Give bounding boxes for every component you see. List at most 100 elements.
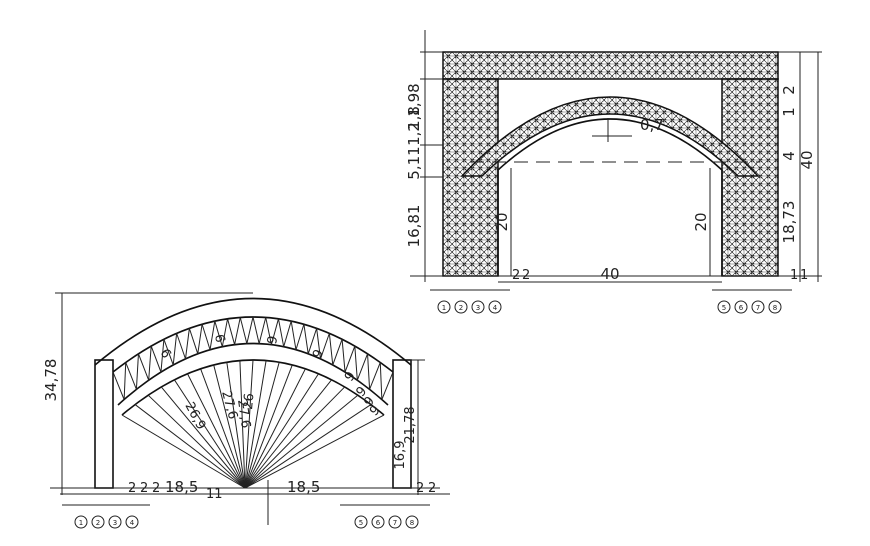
radial-line	[200, 368, 246, 489]
truss-diagonal	[265, 317, 272, 345]
truss-diagonal	[197, 324, 203, 354]
axis-label: 8	[410, 519, 414, 527]
truss-diagonal	[328, 333, 334, 366]
dim-base-r2: 2	[428, 481, 436, 496]
dim-half-left: 18,5	[165, 478, 198, 496]
dim-left-b: 1,2	[405, 122, 423, 146]
dim-right-low: 18,73	[780, 201, 798, 244]
axis-label: 4	[130, 519, 135, 527]
axis-label: 6	[376, 519, 381, 527]
radial-line	[134, 404, 246, 489]
truss-diagonal	[270, 318, 279, 345]
truss-diagonal	[320, 333, 330, 360]
radial-line	[244, 364, 293, 489]
radial-line	[160, 386, 246, 489]
truss-diagonal	[290, 321, 297, 350]
outer-arch	[94, 297, 412, 366]
radial-line	[244, 362, 280, 489]
truss-diagonal	[258, 317, 267, 344]
dim-half-right: 18,5	[287, 478, 320, 496]
dim-base-l3: 2	[152, 481, 160, 496]
axis-label: 8	[773, 304, 777, 312]
radial-lines	[121, 359, 385, 489]
inner-opening	[497, 118, 723, 276]
truss-diagonal	[307, 328, 318, 354]
truss-diagonal	[185, 328, 190, 359]
truss-diagonal	[214, 320, 223, 347]
truss-diagonal	[369, 362, 381, 390]
axis-label: 5	[359, 519, 363, 527]
left-truss-column	[442, 78, 499, 277]
truss-diagonal	[246, 316, 254, 344]
dim-arch-gap: 0,7	[640, 116, 664, 134]
dim-inner-right-h: 20	[692, 212, 710, 231]
radial-line	[244, 379, 332, 489]
radial-line	[244, 414, 385, 489]
axis-bubbles-side: 1 2 3 4 5 6 7 8	[74, 515, 419, 529]
radial-line	[173, 379, 246, 489]
truss-diagonal	[332, 339, 343, 366]
truss-diagonal	[160, 339, 165, 373]
dim-seg-4: 6	[308, 346, 325, 360]
axis-label: 7	[756, 304, 760, 312]
truss-diagonal	[137, 353, 150, 381]
truss-diagonal	[303, 324, 309, 354]
truss-diagonal	[344, 345, 356, 373]
axis-bubbles-front: 1 2 3 4 5 6 7 8	[437, 300, 782, 314]
dim-right-top-b: 1	[780, 107, 798, 117]
axis-label: 5	[722, 304, 726, 312]
axis-label: 7	[393, 519, 397, 527]
arch-truss	[460, 96, 760, 177]
truss-diagonal	[356, 353, 369, 381]
truss-diagonal	[201, 324, 211, 350]
inner-arch-top	[117, 342, 389, 406]
truss-diagonal	[227, 318, 236, 345]
right-truss-column	[721, 78, 779, 277]
truss-diagonal	[123, 362, 127, 400]
dim-rad-4: 26	[241, 393, 257, 411]
dim-left-low: 16,81	[405, 205, 423, 248]
dim-left-mid: 5,11	[405, 146, 423, 179]
truss-diagonal	[341, 339, 346, 373]
dim-base-left-a: 2	[512, 268, 520, 283]
truss-diagonal	[239, 317, 248, 344]
truss-diagonal	[234, 317, 241, 345]
dim-rad-2: 27,6	[218, 389, 240, 421]
dim-base-l1: 2	[128, 481, 136, 496]
truss-diagonal	[148, 346, 152, 381]
radial-line	[187, 373, 246, 489]
truss-diagonal	[172, 333, 178, 366]
truss-diagonal	[379, 362, 383, 400]
truss-diagonal	[252, 316, 260, 344]
radial-line	[244, 373, 319, 489]
truss-diagonal	[277, 318, 285, 347]
dim-seg-2: 6	[211, 333, 227, 344]
radial-line	[226, 362, 246, 489]
axis-label: 3	[476, 304, 480, 312]
truss-diagonal	[125, 362, 137, 390]
axis-label: 1	[79, 519, 83, 527]
radial-line	[244, 368, 306, 489]
side-elevation: 34,78 16,9 21,78 26,9 27,6 27,6 26 6 6 6…	[42, 292, 450, 529]
dim-rad-3: 27,6	[234, 398, 253, 429]
truss-diagonal	[176, 333, 186, 360]
axis-label: 2	[96, 519, 100, 527]
radial-line	[213, 364, 246, 489]
dim-base-left-b: 2	[522, 268, 530, 283]
top-truss-beam	[442, 51, 779, 80]
dim-right-top-a: 2	[780, 85, 798, 95]
truss-diagonal	[112, 371, 125, 400]
truss-diagonal	[135, 353, 139, 390]
axis-label: 3	[113, 519, 117, 527]
dim-left-a: 1,8	[405, 106, 423, 130]
radial-line	[244, 360, 267, 489]
truss-diagonal	[367, 353, 371, 390]
front-elevation: 1,98 1,8 1,2 5,11 16,81 0,7 20 20 40 2 2…	[405, 30, 822, 314]
dim-right-low: 16,9	[393, 441, 408, 470]
truss-diagonal	[295, 324, 305, 350]
radial-line	[121, 414, 246, 489]
radial-line	[239, 360, 246, 489]
dim-base-r1: 2	[416, 481, 424, 496]
dim-base-l2: 2	[140, 481, 148, 496]
